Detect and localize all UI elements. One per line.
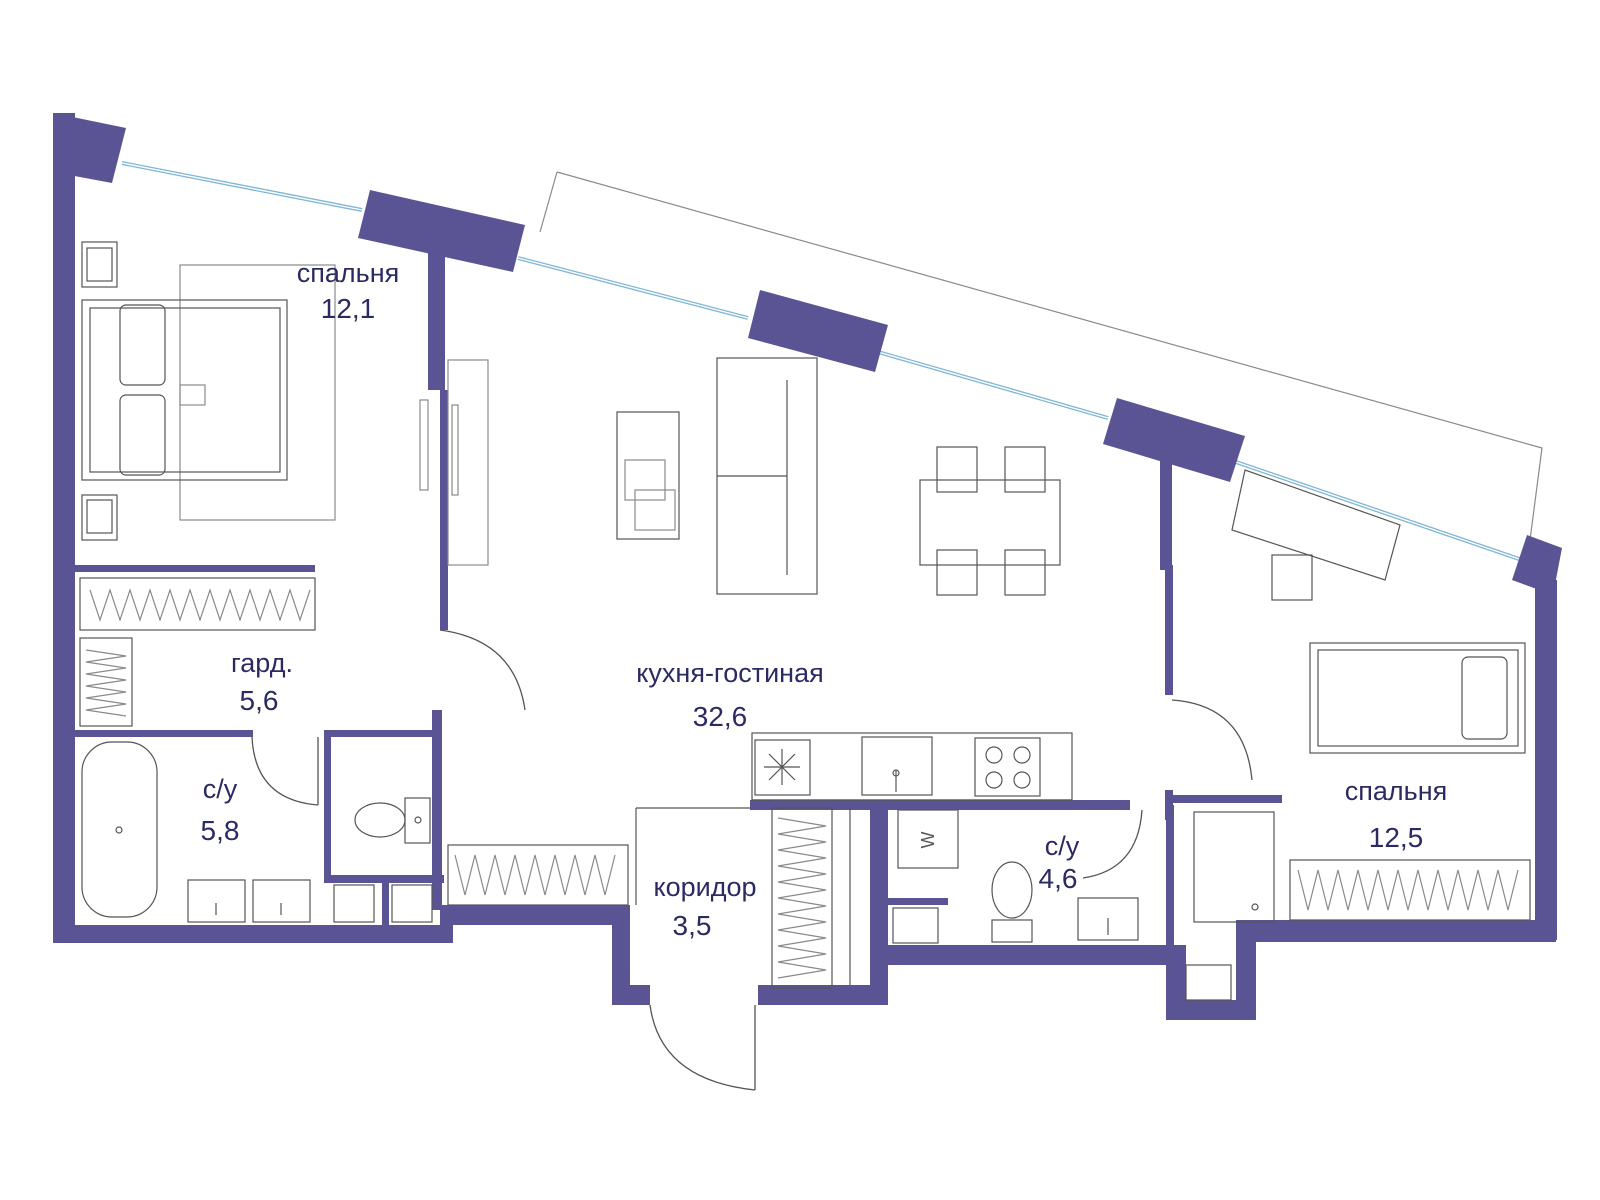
room-area-bedroom-1: 12,1 [321, 293, 376, 324]
snowflake-icon [764, 749, 800, 785]
pillow-icon [1461, 656, 1508, 740]
dining-table [919, 479, 1061, 566]
room-name-bathroom-1: с/у [203, 774, 238, 804]
entrance-door-swing [649, 1004, 756, 1091]
chair [1271, 554, 1313, 601]
shaft [333, 884, 375, 923]
sink [1077, 897, 1139, 941]
chair [936, 549, 978, 596]
living-room-furniture [447, 357, 1061, 906]
room-name-bedroom-2: спальня [1345, 776, 1448, 806]
shower [1193, 811, 1275, 923]
double-bed [81, 299, 288, 481]
nightstand [81, 241, 118, 288]
bathroom-2-fixtures: W [892, 809, 1275, 1001]
toilet [991, 861, 1033, 919]
room-name-wardrobe: гард. [231, 648, 293, 678]
bathroom-1-fixtures [81, 736, 433, 923]
wardrobe-door-swing [439, 629, 526, 711]
room-name-bathroom-2: с/у [1045, 831, 1080, 861]
wardrobe-shelving [79, 577, 316, 727]
room-area-corridor: 3,5 [673, 910, 712, 941]
toilet-tank [404, 797, 431, 844]
washing-machine [897, 809, 959, 869]
room-name-corridor: коридор [653, 872, 756, 902]
shaft [391, 884, 433, 923]
bedroom-2-furniture [1171, 469, 1531, 921]
facade-pier-3 [1103, 398, 1245, 482]
nightstand [81, 494, 118, 541]
storage-unit [447, 844, 629, 906]
room-area-kitchen-living: 32,6 [693, 701, 748, 732]
kitchen-unit [751, 732, 1073, 801]
bedroom-rug [179, 264, 336, 521]
corridor-wardrobe [771, 807, 833, 989]
chair [936, 446, 978, 493]
washer-label: W [918, 832, 938, 849]
bedroom-2-door-swing [1171, 699, 1253, 781]
room-name-bedroom-1: спальня [297, 258, 400, 288]
bathroom-1-door-swing [251, 736, 319, 806]
room-area-wardrobe: 5,6 [240, 685, 279, 716]
corridor-fixtures [635, 807, 851, 1091]
pillow-icon [119, 394, 166, 476]
room-area-bathroom-1: 5,8 [201, 815, 240, 846]
cooktop [974, 737, 1041, 797]
walls [53, 113, 1562, 1020]
bedroom-2-wardrobe [1289, 859, 1531, 921]
room-name-kitchen-living: кухня-гостиная [636, 658, 823, 688]
room-labels: спальня 12,1 гард. 5,6 с/у 5,8 кухня-гос… [201, 258, 1448, 941]
sink [252, 879, 311, 923]
single-bed [1309, 642, 1526, 754]
tv-unit [447, 359, 489, 566]
window-glazing [121, 161, 1523, 562]
fridge [754, 739, 811, 796]
bathroom-2-door-swing [1082, 809, 1143, 879]
balcony-outline [539, 171, 1543, 541]
facade-pier-2 [748, 290, 888, 372]
shaft [1185, 964, 1232, 1001]
pillow-icon [119, 304, 166, 386]
facade-pier-1 [358, 190, 525, 272]
chair [1004, 549, 1046, 596]
kitchen-sink [861, 736, 933, 796]
desk [1231, 469, 1401, 581]
toilet [354, 802, 406, 838]
coffee-table [616, 411, 680, 540]
bedroom-1-furniture [81, 241, 489, 566]
bathtub [81, 741, 158, 918]
room-area-bathroom-2: 4,6 [1039, 863, 1078, 894]
sink [187, 879, 246, 923]
room-area-bedroom-2: 12,5 [1369, 822, 1424, 853]
chair [1004, 446, 1046, 493]
shaft [892, 907, 939, 944]
